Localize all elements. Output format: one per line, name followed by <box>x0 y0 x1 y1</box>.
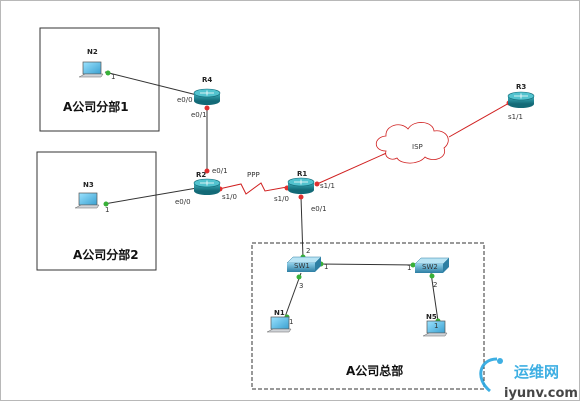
watermark-url: iyunv.com <box>504 386 578 401</box>
router-r3-icon[interactable] <box>507 91 535 108</box>
device-label-n5: N5 <box>426 313 437 321</box>
port-label-sw2-1: 1 <box>407 264 411 272</box>
link-r2-r1-ppp <box>218 182 288 195</box>
device-label-sw2: SW2 <box>422 263 438 271</box>
port-label-n1-1: 1 <box>289 318 293 326</box>
branch2-area-box <box>36 151 157 271</box>
link-sw2-n5 <box>430 272 439 322</box>
link-label-ppp: PPP <box>247 171 260 179</box>
device-label-n1: N1 <box>274 309 285 317</box>
link-isp-r3 <box>448 102 510 138</box>
router-r4-icon[interactable] <box>193 88 221 105</box>
pc-n2-icon[interactable] <box>78 61 104 78</box>
port-label-r1-e01: e0/1 <box>311 205 327 213</box>
port-label-r4-e00: e0/0 <box>177 96 193 104</box>
port-label-r2-e01: e0/1 <box>212 167 228 175</box>
branch1-area-box <box>39 27 160 132</box>
router-r2-icon[interactable] <box>193 178 221 195</box>
area-label-branch2: A公司分部2 <box>73 247 139 262</box>
watermark-text: 运维网 <box>514 363 559 381</box>
port-dots <box>103 70 512 324</box>
port-label-sw1-2: 2 <box>306 247 310 255</box>
device-label-r2: R2 <box>196 171 206 179</box>
link-sw1-sw2 <box>318 263 416 266</box>
port-label-sw1-1: 1 <box>324 263 328 271</box>
isp-label: ISP <box>412 143 423 151</box>
pc-n1-icon[interactable] <box>266 316 292 333</box>
area-label-hq: A公司总部 <box>346 363 403 378</box>
link-n2-r4 <box>104 71 198 96</box>
device-label-sw1: SW1 <box>294 262 310 270</box>
pc-n5-icon[interactable] <box>422 320 448 337</box>
port-label-n3-1: 1 <box>105 206 109 214</box>
port-label-r1-s11: s1/1 <box>320 182 335 190</box>
device-label-n3: N3 <box>83 181 94 189</box>
switch-sw1-icon[interactable] <box>286 256 322 272</box>
link-r1-sw1 <box>300 196 304 259</box>
port-label-r4-e01: e0/1 <box>191 111 207 119</box>
device-label-r3: R3 <box>516 83 526 91</box>
router-r1-icon[interactable] <box>287 177 315 194</box>
pc-n3-icon[interactable] <box>74 192 100 209</box>
watermark-logo: 运维网 iyunv.com <box>479 357 578 401</box>
device-label-n2: N2 <box>87 48 98 56</box>
area-label-branch1: A公司分部1 <box>63 99 129 114</box>
port-label-sw1-3: 3 <box>299 282 303 290</box>
link-r1-isp <box>316 150 392 185</box>
port-label-r1-s10: s1/0 <box>274 195 289 203</box>
hq-area-box <box>251 242 485 390</box>
port-label-r2-e00: e0/0 <box>175 198 191 206</box>
port-label-sw2-2: 2 <box>433 281 437 289</box>
port-label-r3-s11: s1/1 <box>508 113 523 121</box>
port-label-r2-s10: s1/0 <box>222 193 237 201</box>
device-label-r1: R1 <box>297 170 307 178</box>
link-n3-r2 <box>103 187 198 205</box>
switch-sw2-icon[interactable] <box>414 257 450 273</box>
port-label-n5-1: 1 <box>434 322 438 330</box>
isp-cloud-icon: ISP <box>375 122 449 164</box>
port-label-n2-1: 1 <box>111 73 115 81</box>
device-label-r4: R4 <box>202 76 212 84</box>
link-sw1-n1 <box>284 272 302 318</box>
